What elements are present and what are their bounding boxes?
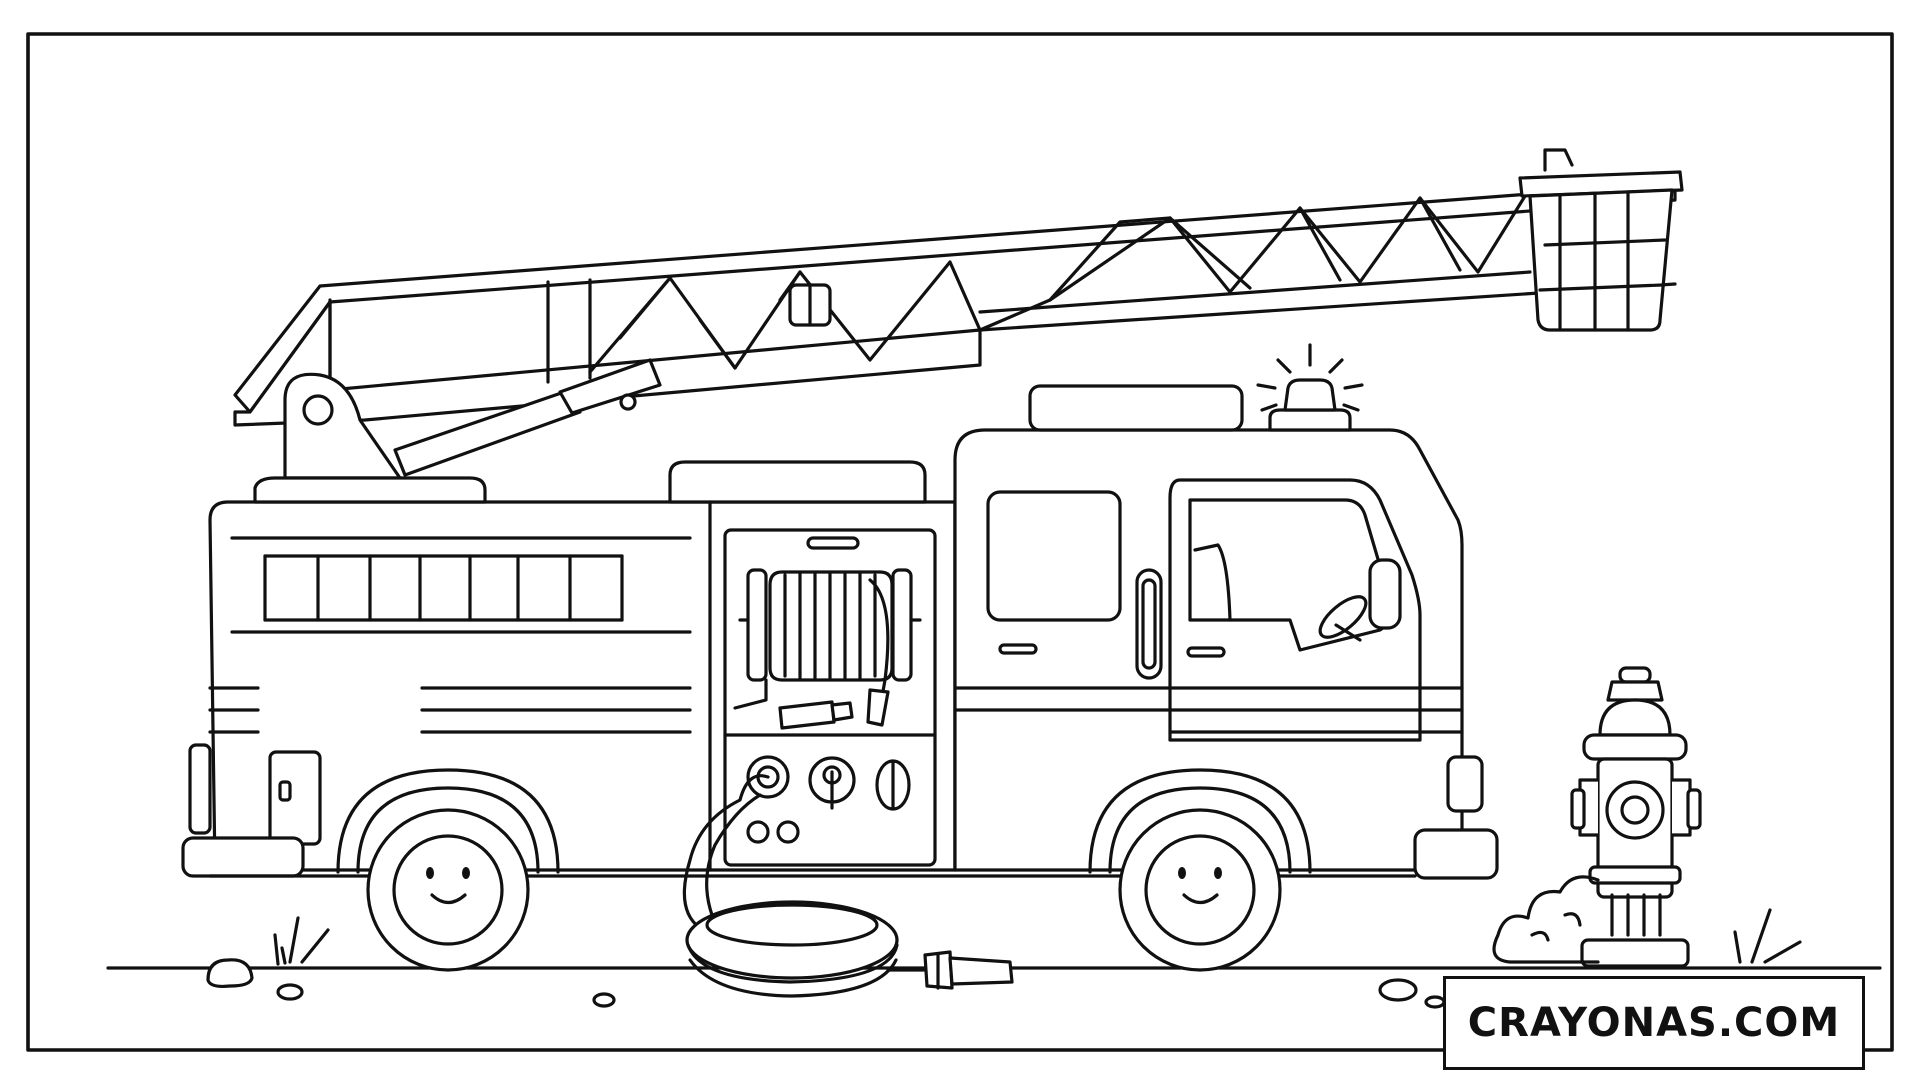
fire-truck — [181, 343, 1499, 880]
grass-right — [1733, 908, 1802, 964]
ground-hose — [682, 774, 1014, 998]
rear-wheel-smiley — [336, 768, 560, 972]
ladder — [233, 181, 1677, 480]
front-wheel-smiley — [1088, 768, 1312, 972]
pump-valves — [746, 755, 911, 844]
siren-light — [1256, 343, 1364, 432]
hose-reel — [733, 568, 922, 730]
bush — [1492, 875, 1600, 964]
ladder-basket — [1518, 148, 1684, 332]
fire-hydrant — [1570, 666, 1702, 968]
pebbles — [206, 958, 1446, 1009]
grass-left — [273, 916, 330, 966]
site-watermark: CRAYONAS.COM — [1443, 976, 1865, 1070]
page-border — [26, 32, 1894, 1052]
watermark-text: CRAYONAS.COM — [1467, 1000, 1841, 1046]
